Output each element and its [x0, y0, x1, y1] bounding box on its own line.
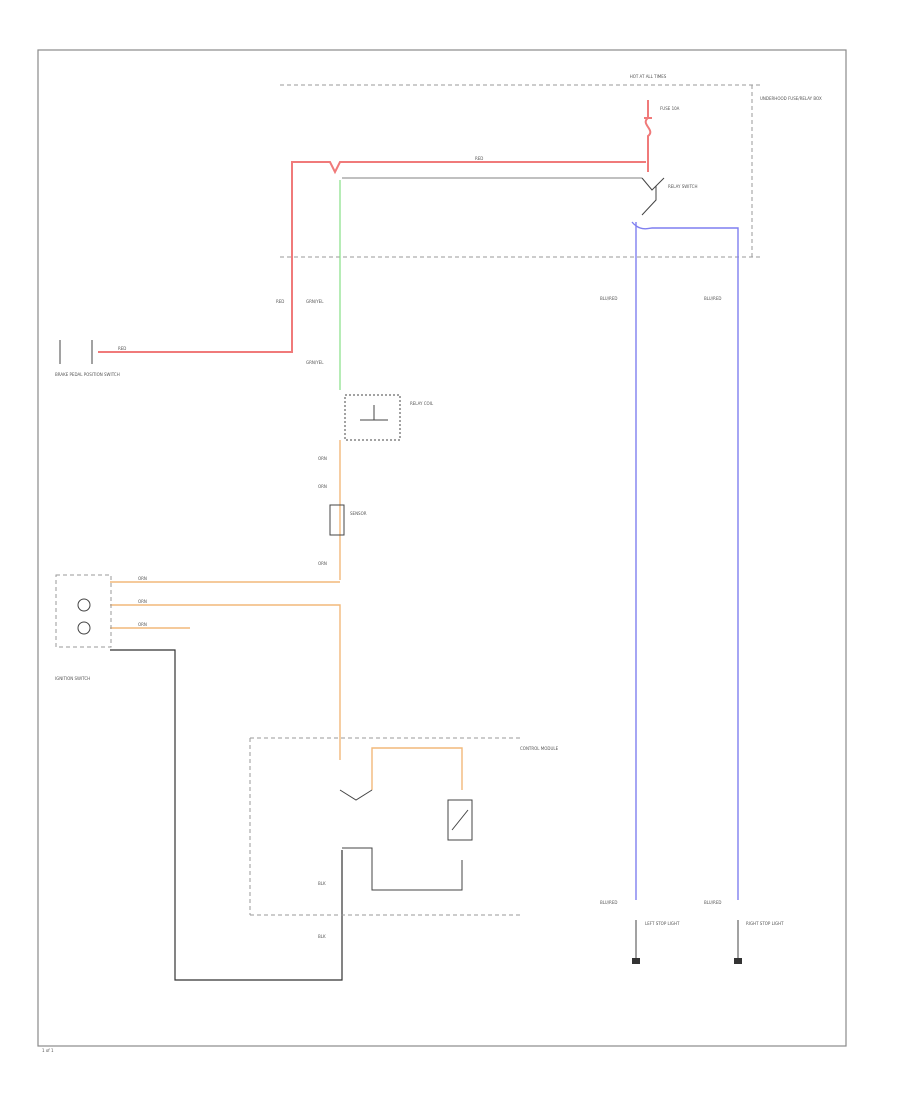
ignition-switch-contact-2 [77, 621, 91, 635]
wire-label-blk-2: BLK [318, 934, 326, 939]
relay-switch-label: RELAY SWITCH [668, 184, 697, 189]
right-stop-light-ground [734, 958, 742, 964]
relay-coil-symbol [360, 405, 388, 421]
wire-label-org-3: ORN [318, 561, 327, 566]
wire-label-grn-2: GRN/YEL [306, 360, 324, 365]
right-stop-light-label: RIGHT STOP LIGHT [746, 921, 784, 926]
page-ref: 1 of 1 [42, 1048, 54, 1053]
blue-wire-right [631, 221, 739, 900]
sensor-symbol [329, 504, 345, 536]
module-orange-wire [371, 747, 463, 790]
wire-label-red-2: RED [276, 299, 284, 304]
brake-switch-label: BRAKE PEDAL POSITION SWITCH [55, 372, 120, 377]
relay-coil-box [344, 394, 401, 441]
wire-label-blu-3: BLU/RED [600, 900, 617, 905]
wire-label-red-1: RED [118, 346, 126, 351]
wire-label-org-2: ORN [318, 484, 327, 489]
module-internal-wire [342, 847, 463, 891]
diagram-frame [37, 49, 847, 1047]
wire-label-blu-1: BLU/RED [600, 296, 617, 301]
wire-label-blu-4: BLU/RED [704, 900, 721, 905]
fuse-symbol [644, 100, 652, 150]
fuse-label: FUSE 10A [660, 106, 680, 111]
ignition-switch-box [55, 574, 112, 648]
wire-label-red-3: RED [475, 156, 483, 161]
left-stop-light-label: LEFT STOP LIGHT [645, 921, 680, 926]
sensor-label: SENSOR [350, 511, 367, 516]
power-label: HOT AT ALL TIMES [630, 74, 667, 79]
black-ground-wire [110, 649, 343, 981]
wire-label-org-5: ORN [138, 599, 147, 604]
wire-label-org-1: ORN [318, 456, 327, 461]
module-switch-contact [451, 809, 469, 831]
ignition-switch-contact-1 [77, 598, 91, 612]
wire-label-blu-2: BLU/RED [704, 296, 721, 301]
left-stop-light-ground [632, 958, 640, 964]
module-switch-box [447, 799, 473, 841]
wire-label-org-4: ORN [138, 576, 147, 581]
wire-label-blk-1: BLK [318, 881, 326, 886]
wire-label-org-6: ORN [138, 622, 147, 627]
fuse-box-label: UNDERHOOD FUSE/RELAY BOX [760, 96, 822, 101]
ignition-switch-label: IGNITION SWITCH [55, 676, 90, 681]
wire-label-grn-1: GRN/YEL [306, 299, 324, 304]
module-switch-top [339, 789, 373, 801]
control-module-label: CONTROL MODULE [520, 746, 559, 751]
relay-coil-label: RELAY COIL [410, 401, 434, 406]
relay-switch-contact [641, 177, 665, 216]
orange-wire-h2 [110, 604, 341, 760]
red-power-wire [98, 161, 646, 353]
